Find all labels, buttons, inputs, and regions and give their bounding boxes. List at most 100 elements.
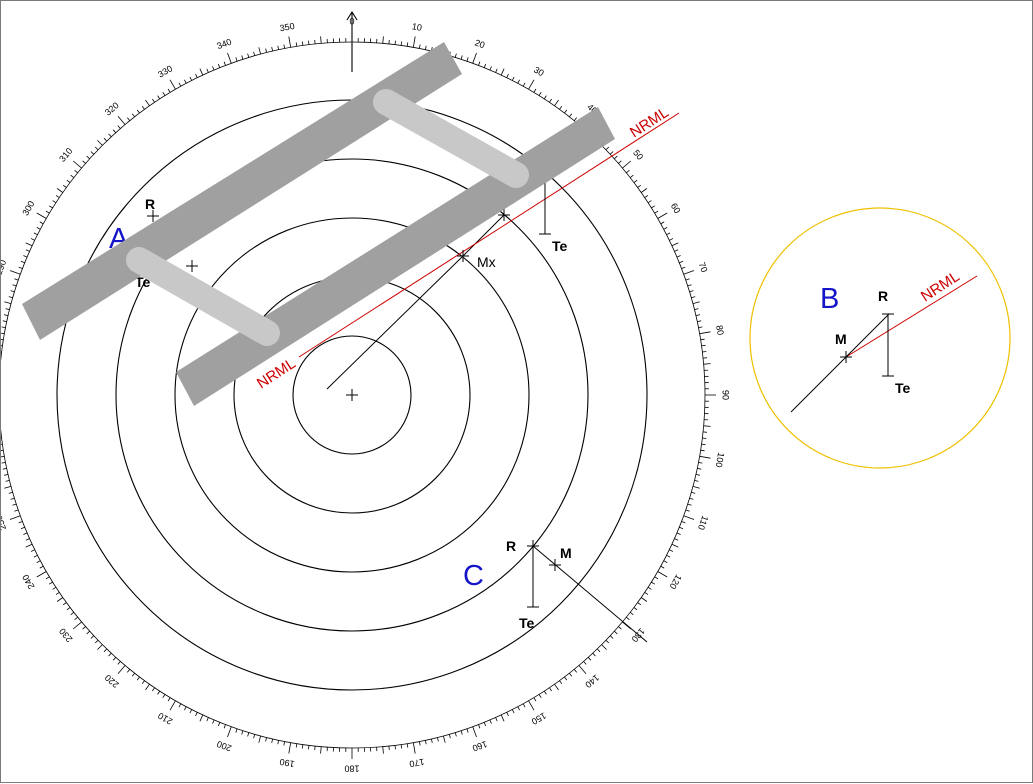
inset-b: NRML R M Te B (750, 208, 1010, 468)
compass-tick (254, 734, 255, 738)
bearing-label-80: 80 (714, 324, 726, 336)
compass-tick (610, 636, 613, 639)
compass-tick (278, 46, 279, 50)
compass-tick (697, 468, 701, 469)
compass-tick (455, 54, 456, 58)
compass-tick (163, 92, 165, 95)
compass-tick (168, 698, 170, 701)
compass-tick (518, 707, 520, 711)
compass-tick (31, 239, 35, 241)
compass-tick (549, 99, 551, 102)
compass-tick (49, 582, 52, 584)
compass-tick (67, 607, 70, 609)
compass-tick (602, 645, 607, 650)
compass-tick (691, 492, 695, 493)
compass-tick (142, 106, 144, 109)
compass-tick (569, 114, 572, 117)
compass-tick (152, 688, 154, 691)
compass-tick (23, 533, 27, 535)
compass-tick (669, 239, 673, 241)
compass-tick (40, 222, 44, 224)
ruler-handle-1[interactable] (386, 102, 516, 175)
compass-tick (218, 722, 220, 726)
compass-tick (630, 612, 633, 615)
compass-tick (467, 729, 468, 733)
compass-tick (75, 617, 78, 620)
compass-tick (309, 41, 310, 45)
compass-tick (4, 315, 8, 316)
compass-tick (259, 736, 261, 743)
compass-tick (560, 106, 562, 109)
compass-tick (677, 256, 681, 258)
compass-tick (1, 339, 3, 340)
compass-tick (496, 69, 498, 73)
compass-tick (682, 522, 686, 523)
compass-tick (549, 688, 551, 691)
compass-tick (455, 733, 456, 737)
label-m-b: M (835, 331, 847, 347)
compass-tick (4, 474, 8, 475)
compass-tick (641, 598, 647, 602)
compass-tick (272, 47, 273, 51)
compass-tick (57, 598, 63, 602)
point-m-a (186, 260, 198, 272)
compass-tick (37, 213, 47, 219)
compass-tick (13, 504, 17, 505)
compass-tick (648, 201, 651, 203)
compass-tick (14, 279, 18, 280)
compass-tick (419, 742, 420, 746)
compass-tick (523, 704, 525, 708)
label-mx: Mx (477, 254, 496, 270)
compass-tick (296, 42, 297, 46)
compass-tick (686, 510, 690, 511)
compass-tick (677, 533, 681, 535)
compass-tick (242, 731, 243, 735)
compass-tick (479, 725, 480, 729)
compass-tick (218, 64, 220, 68)
compass-tick (26, 539, 30, 541)
compass-tick (560, 681, 562, 684)
bearing-label-350: 350 (279, 21, 296, 33)
bearing-label-210: 210 (156, 710, 174, 726)
compass-tick (127, 118, 130, 121)
compass-tick (278, 740, 279, 744)
compass-tick (512, 77, 514, 81)
compass-tick (1, 332, 4, 334)
compass-tick (168, 89, 170, 92)
compass-tick (34, 555, 38, 557)
compass-tick (544, 691, 546, 694)
compass-tick (700, 332, 711, 334)
bearing-label-150: 150 (530, 710, 548, 726)
compass-tick (87, 631, 90, 634)
compass-tick (21, 261, 25, 263)
compass-tick (137, 677, 139, 680)
compass-tick (684, 271, 694, 275)
compass-tick (606, 147, 609, 150)
compass-tick (675, 250, 679, 252)
compass-tick (461, 56, 462, 60)
compass-tick (383, 36, 384, 43)
compass-tick (664, 227, 668, 229)
compass-tick (71, 612, 74, 615)
compass-tick (91, 636, 94, 639)
bearing-label-290: 290 (1, 258, 8, 276)
compass-tick (21, 527, 25, 529)
compass-tick (501, 69, 504, 75)
compass-tick (104, 649, 107, 652)
ruler-handle-2[interactable] (139, 260, 267, 333)
compass-tick (638, 185, 641, 187)
compass-tick (401, 745, 402, 749)
compass-tick (19, 522, 23, 523)
compass-tick (564, 677, 566, 680)
compass-tick (248, 54, 249, 58)
compass-tick (37, 561, 41, 563)
label-r-b: R (878, 288, 888, 304)
compass-tick (622, 161, 630, 168)
bearing-label-250: 250 (1, 514, 8, 532)
compass-tick (544, 96, 546, 99)
compass-tick (3, 468, 7, 469)
compass-tick (512, 710, 514, 714)
compass-tick (83, 627, 86, 630)
compass-tick (479, 62, 480, 66)
